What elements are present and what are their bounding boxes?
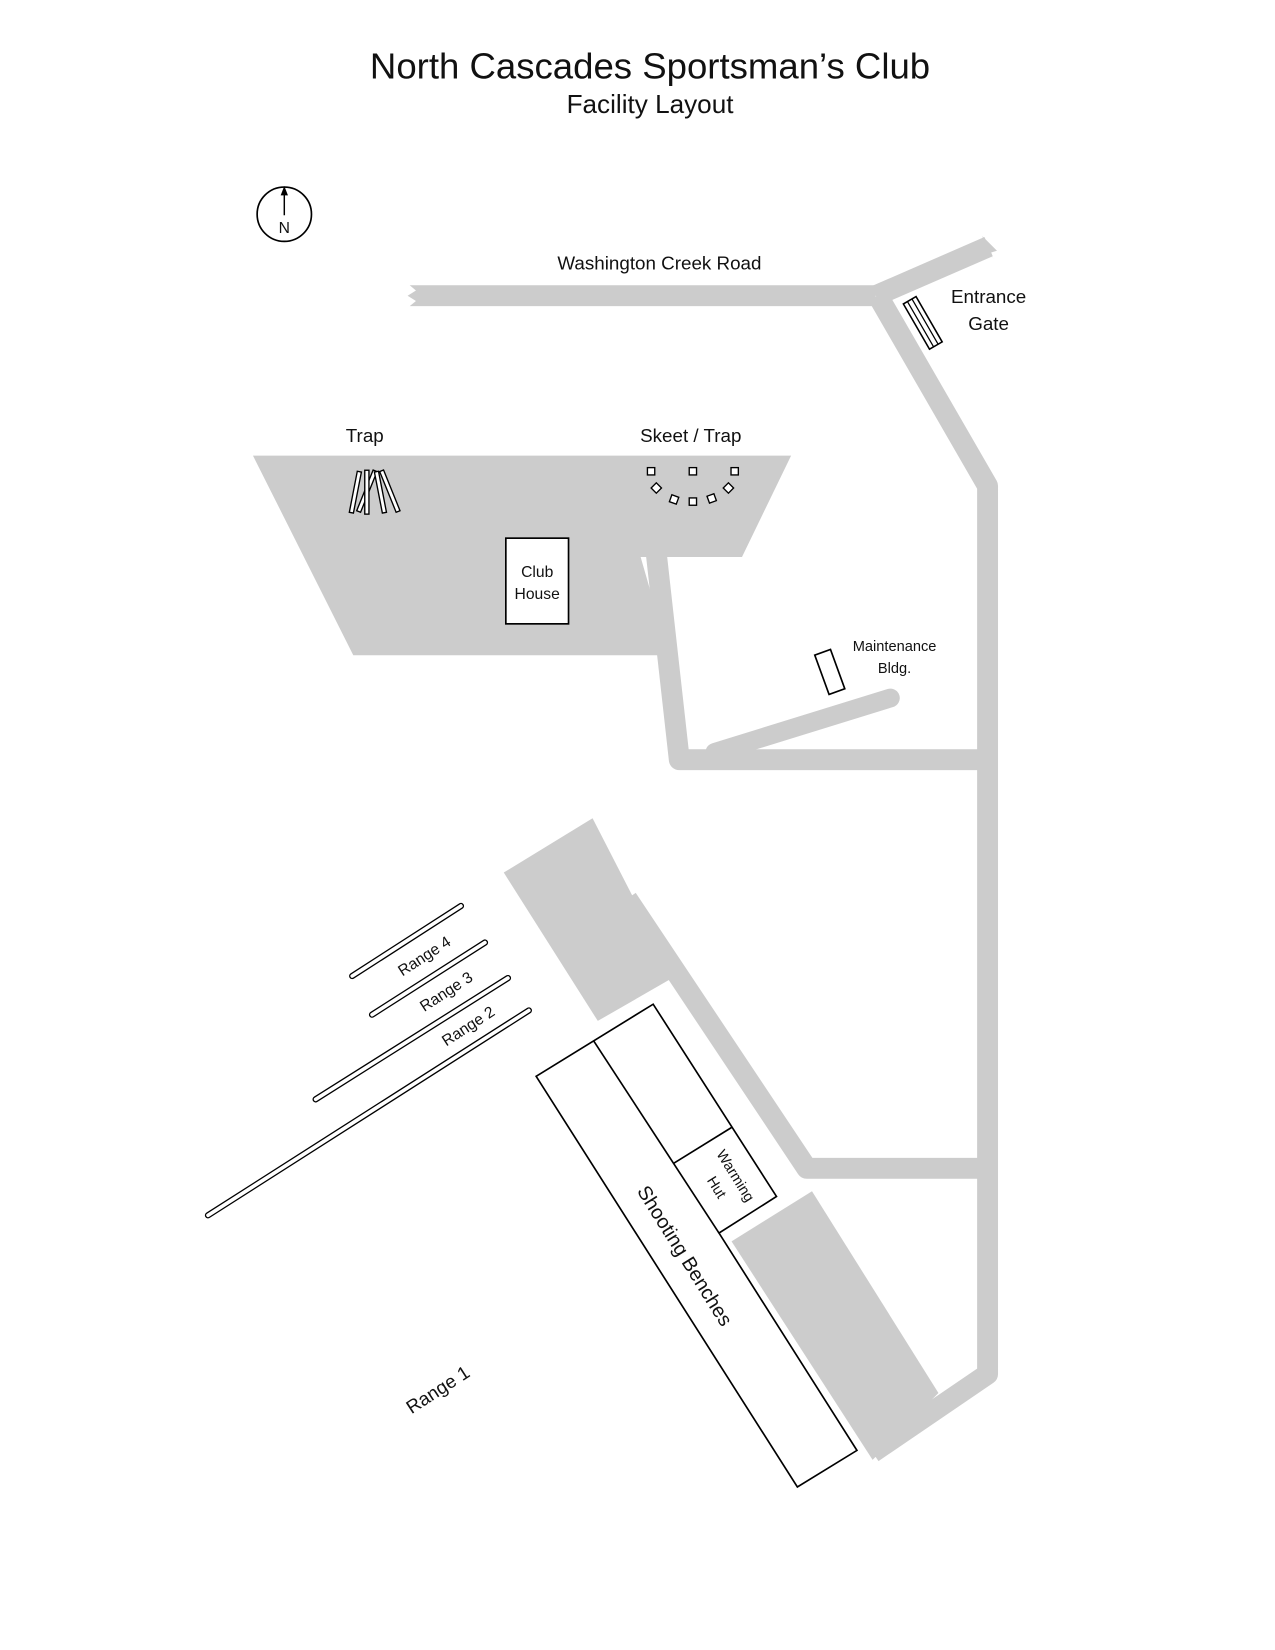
road-network — [407, 236, 999, 1462]
compass-north-label: N — [279, 220, 290, 237]
club-house-label-2: House — [515, 586, 561, 603]
entrance-gate-icon — [902, 295, 944, 351]
main-access-road — [866, 290, 999, 1462]
range-2-label: Range 2 — [439, 1004, 498, 1051]
club-house-label: Club — [521, 564, 553, 581]
page-title: North Cascades Sportsman’s Club — [370, 45, 930, 86]
maintenance-spur-road — [705, 688, 900, 762]
road-jagged-end — [982, 236, 997, 260]
range-access-road — [618, 892, 988, 1179]
washington-creek-road — [407, 285, 876, 307]
road-label: Washington Creek Road — [557, 253, 761, 274]
warming-hut-divider — [673, 1126, 732, 1164]
benches-divider — [592, 1040, 720, 1234]
clubhouse-road — [645, 552, 988, 771]
entrance-gate-label: Entrance — [951, 286, 1026, 307]
club-house-building — [504, 537, 570, 625]
maintenance-label-2: Bldg. — [878, 661, 911, 677]
trap-stations-icon — [348, 469, 401, 515]
skeet-stations-icon — [646, 466, 740, 506]
entrance-gate-label-2: Gate — [968, 313, 1009, 334]
skeet-trap-label: Skeet / Trap — [640, 425, 741, 446]
range-3-label: Range 3 — [417, 969, 476, 1016]
north-compass-icon: N — [256, 186, 313, 243]
gate-road — [871, 237, 993, 306]
maintenance-building — [813, 648, 846, 696]
range-1-label: Range 1 — [402, 1361, 473, 1417]
trap-label: Trap — [346, 425, 384, 446]
lower-parking-area — [731, 1191, 939, 1460]
upper-parking-area — [503, 818, 675, 1021]
page-subtitle: Facility Layout — [567, 89, 735, 119]
range-lines — [204, 902, 532, 1219]
maintenance-label: Maintenance — [853, 639, 937, 655]
